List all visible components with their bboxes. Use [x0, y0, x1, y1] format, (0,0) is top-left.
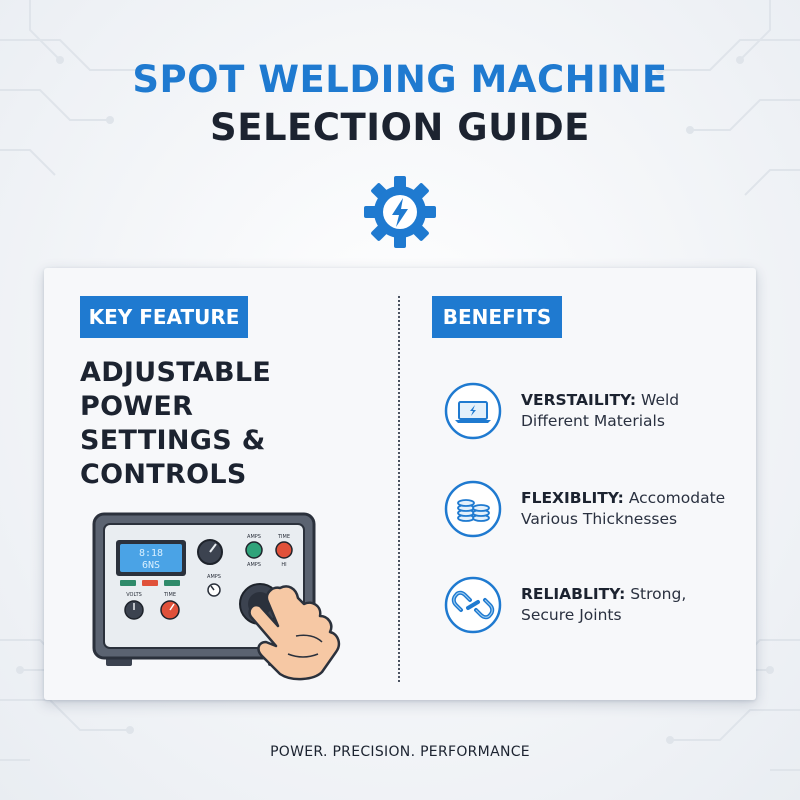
time-bottom-label: TIME — [163, 592, 176, 598]
gear-lightning-icon — [364, 176, 436, 248]
feature-title-line: POWER — [80, 391, 194, 422]
benefits-tag: BENEFITS — [432, 296, 562, 338]
benefit-text: FLEXIBLITY: Accomodate Various Thickness… — [521, 488, 751, 530]
amps-green-label: AMPS — [247, 562, 261, 568]
benefit-desc: Various Thicknesses — [521, 510, 678, 528]
display-line-2: 6NS — [142, 560, 160, 571]
benefit-title: RELIABLITY: — [521, 585, 626, 603]
laptop-icon — [444, 382, 502, 440]
benefit-desc: Different Materials — [521, 412, 665, 430]
amps-top-label: AMPS — [247, 534, 261, 540]
volts-label: VOLTS — [126, 592, 142, 598]
page-title: SPOT WELDING MACHINE — [132, 58, 668, 101]
page-subtitle: SELECTION GUIDE — [210, 106, 590, 149]
benefit-desc: Accomodate — [628, 489, 726, 507]
benefit-desc: Strong, — [630, 585, 687, 603]
feature-title-line: CONTROLS — [80, 459, 247, 490]
benefit-title: FLEXIBLITY: — [521, 489, 624, 507]
column-divider — [398, 296, 400, 682]
benefit-item-versatility: VERSTAILITY: Weld Different Materials — [444, 382, 744, 442]
benefit-text: RELIABLITY: Strong, Secure Joints — [521, 584, 751, 626]
benefit-desc: Secure Joints — [521, 606, 622, 624]
time-top-label: TIME — [277, 534, 290, 540]
amps-mid-label: AMPS — [207, 574, 221, 580]
key-feature-tag: KEY FEATURE — [80, 296, 248, 338]
hi-label: HI — [281, 562, 286, 568]
welding-machine-illustration: 8:18 6NS AMPS TIME AMPS HI AMPS VOLTS TI… — [92, 512, 341, 681]
benefit-text: VERSTAILITY: Weld Different Materials — [521, 390, 751, 432]
benefit-item-reliability: RELIABLITY: Strong, Secure Joints — [444, 576, 744, 636]
display-line-1: 8:18 — [139, 548, 163, 559]
benefit-desc: Weld — [641, 391, 680, 409]
benefit-title: VERSTAILITY: — [521, 391, 637, 409]
feature-title-line: SETTINGS & — [80, 425, 266, 456]
coin-stack-icon — [444, 480, 502, 538]
benefit-item-flexibility: FLEXIBLITY: Accomodate Various Thickness… — [444, 480, 744, 540]
chain-link-icon — [444, 576, 502, 634]
feature-title: ADJUSTABLE POWER SETTINGS & CONTROLS — [80, 356, 370, 492]
footer-tagline: POWER. PRECISION. PERFORMANCE — [270, 744, 530, 760]
feature-title-line: ADJUSTABLE — [80, 357, 272, 388]
